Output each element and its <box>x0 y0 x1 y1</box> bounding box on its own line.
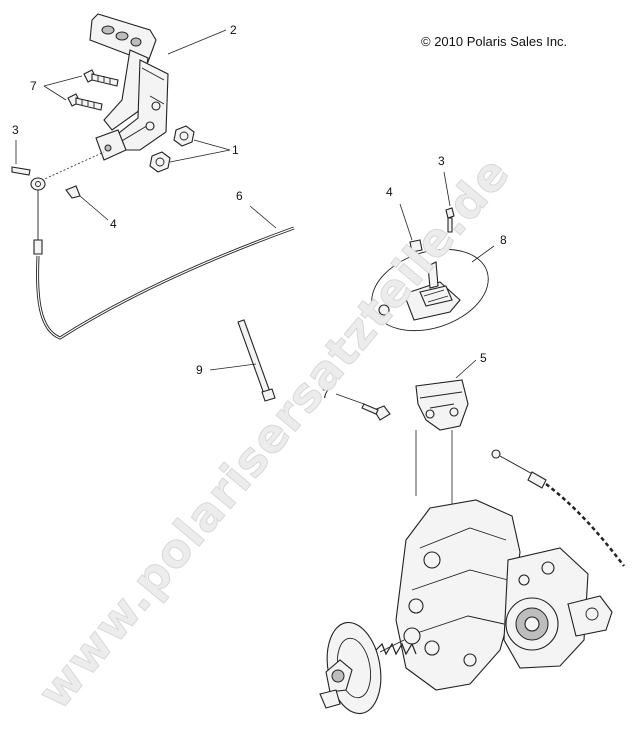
brake-lever-assembly <box>89 13 227 161</box>
callout-7-left: 7 <box>30 79 37 93</box>
bolt-7-upper <box>83 69 119 87</box>
long-bolt-9 <box>209 319 276 402</box>
brake-cable <box>30 177 295 340</box>
callout-9: 9 <box>196 363 203 377</box>
transmission-assembly <box>375 499 613 691</box>
callout-4-right: 4 <box>386 185 393 199</box>
callout-1: 1 <box>232 143 239 157</box>
screw-3-right <box>443 171 455 233</box>
callout-3-left: 3 <box>12 123 19 137</box>
secondary-cable <box>491 449 625 567</box>
copyright-notice: © 2010 Polaris Sales Inc. <box>421 34 568 49</box>
bolt-7-lower <box>67 93 103 111</box>
bolt-7-right <box>335 393 391 421</box>
sensor-bracket-assembly <box>371 245 495 332</box>
callout-3-right: 3 <box>438 154 445 168</box>
mount-bracket-5 <box>415 359 477 508</box>
nut-1-upper <box>173 125 195 147</box>
callout-2: 2 <box>230 23 237 37</box>
nut-1-lower <box>149 151 171 173</box>
callout-4-left: 4 <box>110 217 117 231</box>
callout-6: 6 <box>236 189 243 203</box>
clip-4-left <box>65 185 109 221</box>
callout-7-right: 7 <box>322 387 329 401</box>
callout-5: 5 <box>480 351 487 365</box>
callout-8: 8 <box>500 233 507 247</box>
brake-disc <box>319 621 382 715</box>
clip-4-right <box>399 203 423 253</box>
pin-3-left <box>11 140 31 176</box>
